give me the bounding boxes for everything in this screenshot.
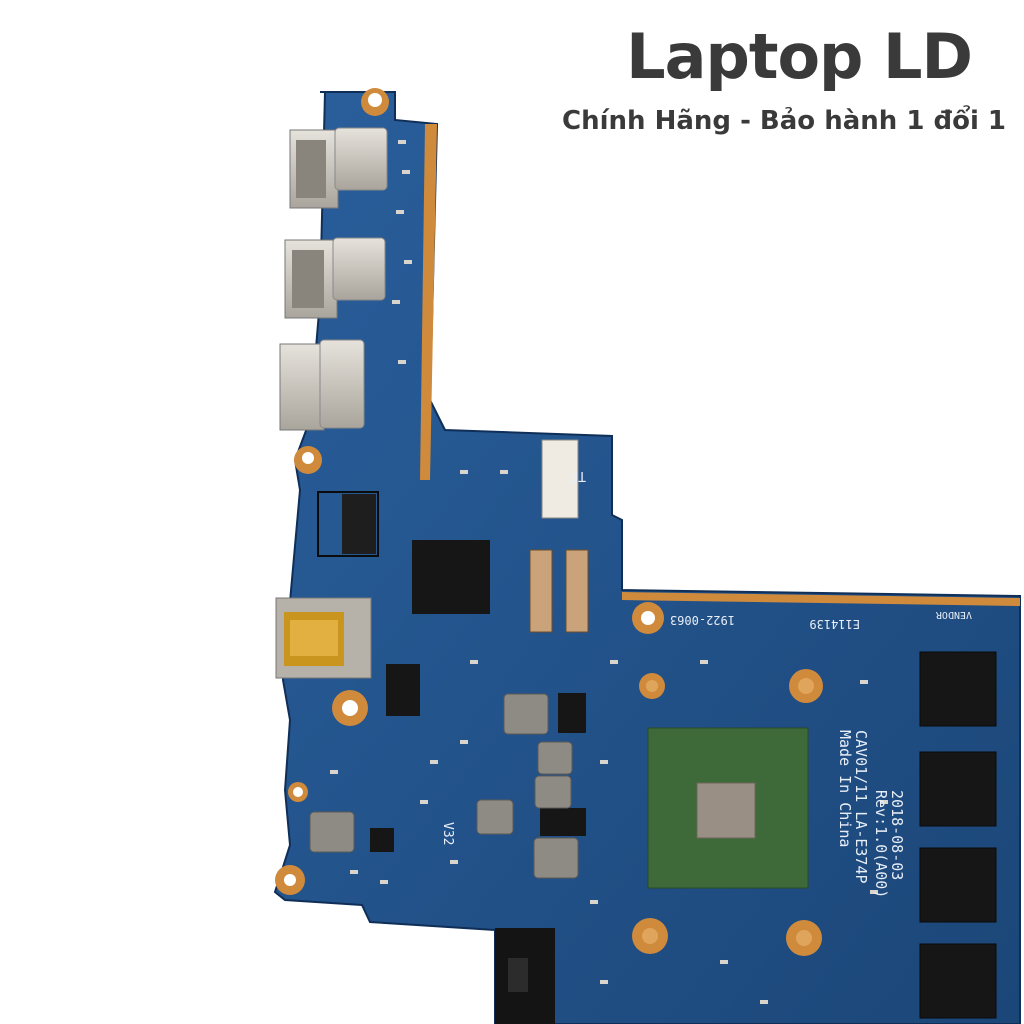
silk-model: CAV01/11 LA-E374P	[852, 730, 870, 884]
silk-ul-code: E114139	[809, 617, 860, 631]
usb-c-port	[279, 339, 365, 431]
gold-edge-left-arm	[420, 124, 437, 480]
power-jack	[495, 928, 555, 1024]
silk-tp: TP	[570, 468, 586, 483]
silk-serial: 1922-0063	[670, 613, 735, 627]
ram-chips	[919, 651, 997, 1019]
pcb-board	[273, 91, 1021, 1024]
sd-card-slot	[275, 597, 372, 679]
usb-port-1	[289, 127, 388, 209]
mounting-holes	[275, 88, 823, 956]
brand-title: Laptop LD	[626, 20, 973, 93]
usb-port-2	[284, 237, 386, 319]
silk-made-in: Made In China	[836, 730, 854, 847]
ic-chips	[317, 491, 586, 852]
brand-subtitle: Chính Hãng - Bảo hành 1 đổi 1	[562, 106, 1006, 136]
gold-edge-top	[622, 592, 1020, 606]
silk-rev: Rev:1.0(A00)	[872, 790, 890, 898]
smd-components	[330, 140, 888, 1004]
ribbon-connectors	[342, 439, 589, 633]
inductors	[309, 693, 579, 879]
cpu-chip	[647, 727, 809, 889]
silk-v32: V32	[440, 822, 455, 845]
silk-date: 2018-08-03	[888, 790, 906, 880]
silk-vendor: VENDOR	[935, 609, 972, 620]
